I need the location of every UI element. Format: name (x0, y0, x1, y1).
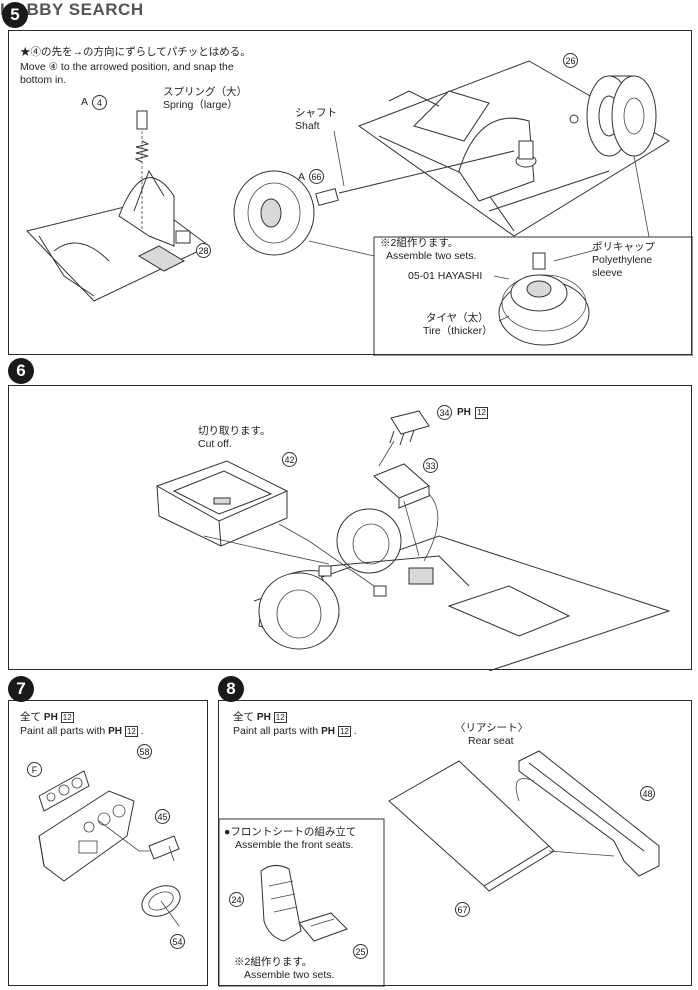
front-seat-label-en: Assemble the front seats. (235, 839, 354, 851)
step6-paint-code: 12 (475, 407, 488, 419)
step7-paint-jp-line: 全て PH 12 (20, 711, 74, 723)
cut-label-jp: 切り取ります。 (198, 425, 271, 437)
part-54-callout: 54 (170, 934, 185, 949)
step7-paint-code-1: 12 (60, 712, 74, 723)
step5-number: 5 (2, 2, 28, 28)
part-34-callout: 34 (437, 405, 452, 420)
step5-instruction-en-2: bottom in. (20, 74, 67, 86)
rear-seat-label-en: Rear seat (468, 735, 514, 747)
front-seat-label-jp: ●フロントシートの組み立て (224, 826, 357, 838)
step5-instruction-en-1: Move ④ to the arrowed position, and snap… (20, 61, 234, 73)
step7-ph-icon-2: PH (108, 726, 123, 737)
step6-panel (8, 385, 692, 671)
spring-label-jp: スプリング（大） (163, 86, 247, 98)
tire-label-jp: タイヤ（太） (426, 312, 489, 324)
part-48-callout: 48 (640, 786, 655, 801)
spring-label-en: Spring（large） (163, 99, 238, 111)
watermark: HOBBY SEARCH (0, 0, 144, 19)
step8-assemble-en: Assemble two sets. (244, 969, 335, 981)
part-a66-callout: 66 (309, 169, 324, 184)
step6-illustration (155, 410, 671, 671)
step8-ph-icon-1: PH (256, 712, 271, 723)
part-a66-prefix: A (298, 171, 306, 183)
step8-paint-jp-line: 全て PH 12 (233, 711, 287, 723)
part-28-callout: 28 (196, 243, 211, 258)
step8-paint-en-line: Paint all parts with PH 12 . (233, 725, 357, 737)
step8-paint-code-1: 12 (273, 712, 287, 723)
part-a4-prefix: A (81, 96, 89, 108)
part-26-callout: 26 (563, 53, 578, 68)
hayashi-label: 05-01 HAYASHI (408, 270, 483, 282)
step8-paint-code-2: 12 (337, 726, 351, 737)
step8-ph-icon-2: PH (321, 726, 336, 737)
shaft-label-en: Shaft (295, 120, 320, 132)
step7-paint-en-line: Paint all parts with PH 12 . (20, 725, 144, 737)
part-f-callout: F (27, 762, 42, 777)
step8-assemble-jp: ※2組作ります。 (234, 956, 313, 968)
step5-assemble-en: Assemble two sets. (386, 250, 477, 262)
step5-assemble-jp: ※2組作ります。 (380, 237, 459, 249)
tire-label-en: Tire（thicker） (423, 325, 493, 337)
cut-label-en: Cut off. (198, 438, 232, 450)
part-24-callout: 24 (229, 892, 244, 907)
shaft-label-jp: シャフト (295, 107, 337, 119)
rear-seat-label-jp: 〈リアシート〉 (455, 722, 529, 734)
part-58-callout: 58 (137, 744, 152, 759)
polycap-label-en-2: sleeve (592, 267, 623, 279)
step8-panel (218, 700, 692, 987)
part-67-callout: 67 (455, 902, 470, 917)
polycap-label-en-1: Polyethylene (592, 254, 653, 266)
part-25-callout: 25 (353, 944, 368, 959)
step6-ph-icon: PH (457, 407, 471, 418)
part-45-callout: 45 (155, 809, 170, 824)
polycap-label-jp: ポリキャップ (592, 241, 655, 253)
step5-panel (8, 30, 693, 356)
part-33-callout: 33 (423, 458, 438, 473)
step7-number: 7 (8, 676, 34, 702)
step8-illustration (219, 750, 660, 987)
step5-illustration (26, 60, 693, 356)
step5-instruction-jp: ★④の先を→の方向にずらしてパチッとはめる。 (20, 46, 251, 58)
step6-number: 6 (8, 358, 34, 384)
step8-number: 8 (218, 676, 244, 702)
step7-paint-code-2: 12 (124, 726, 138, 737)
part-a4-callout: 4 (92, 95, 107, 110)
step7-ph-icon-1: PH (43, 712, 58, 723)
step7-illustration (38, 770, 181, 927)
part-42-callout: 42 (282, 452, 297, 467)
